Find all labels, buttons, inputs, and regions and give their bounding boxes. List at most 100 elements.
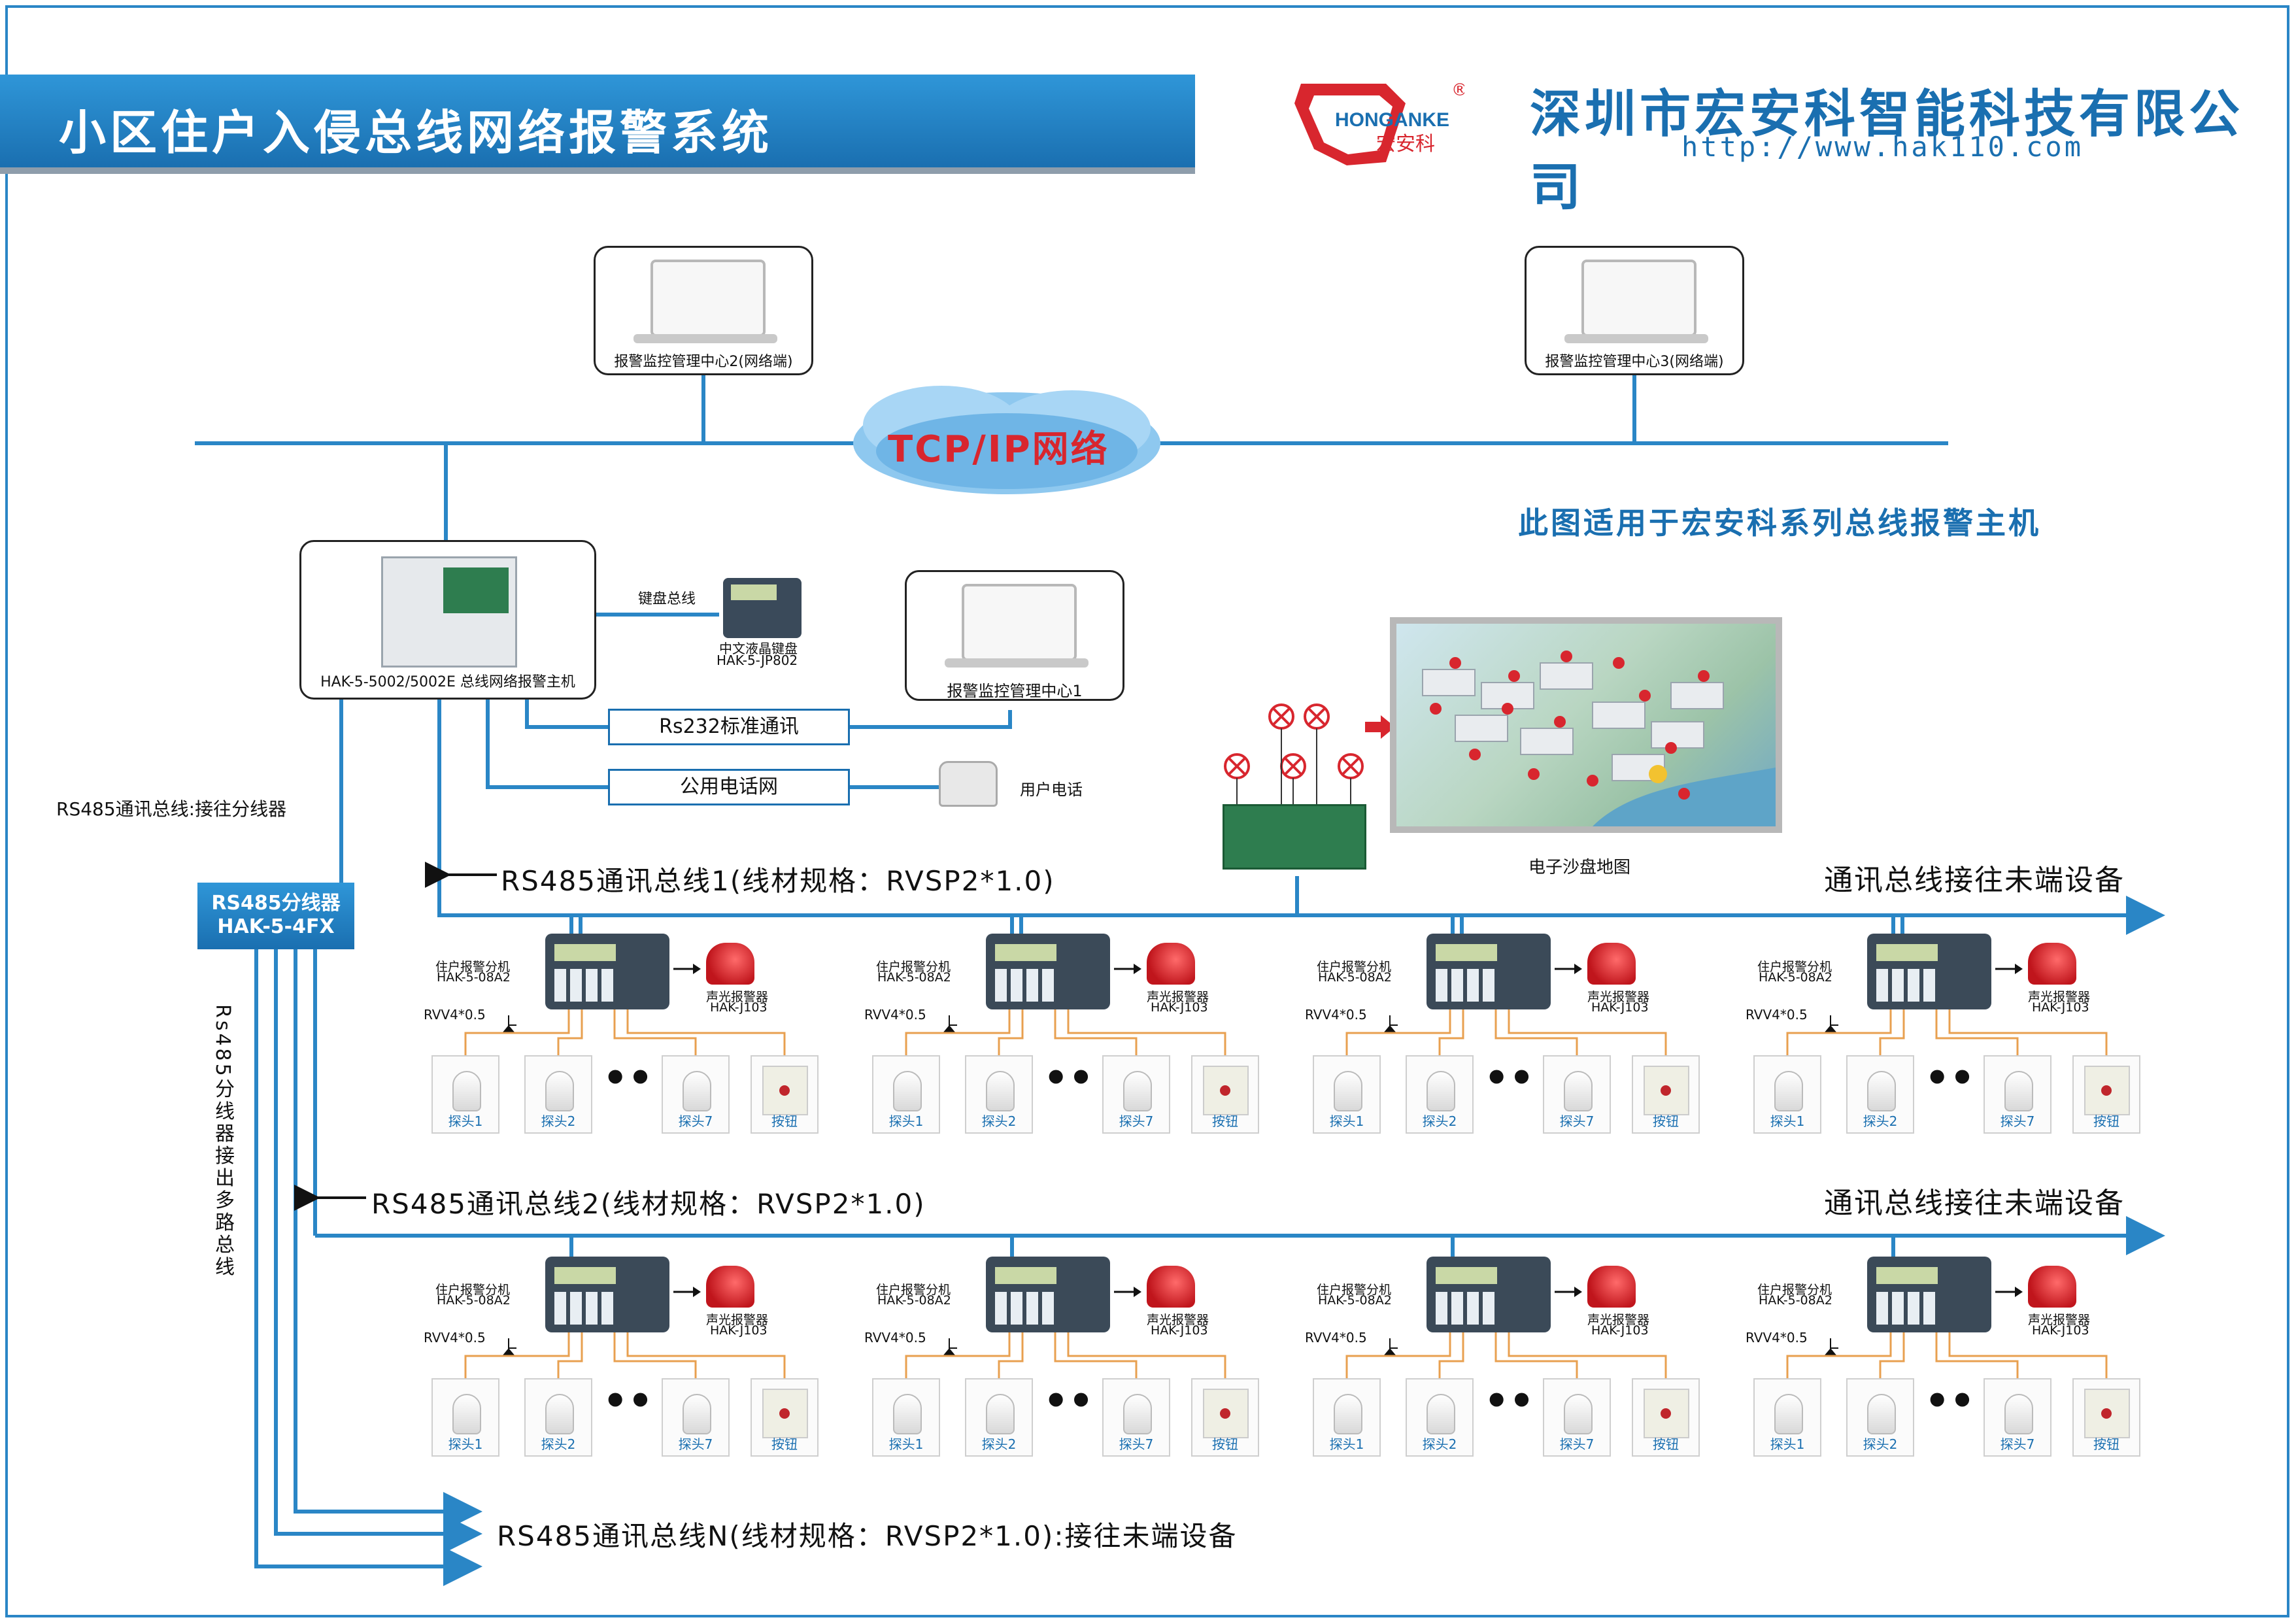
splitter-vertical-label: Rs485分线器接出多路总线 [211,1004,234,1279]
detector-tile: 探头1 [1313,1055,1381,1134]
siren-model: HAK-J103 [1151,1000,1208,1015]
unit-name: 住户报警分机 [1757,1283,1832,1297]
detector-icon [893,1394,922,1434]
probe-label: 探头7 [1559,1436,1595,1452]
detector-icon [2004,1071,2033,1111]
unit-group: 住户报警分机 HAK-5-08A2 声光报警器 HAK-J103 RVV4*0.… [859,1257,1284,1466]
probe-label: 探头2 [1422,1113,1457,1129]
probe-label: 探头7 [2000,1113,2035,1129]
keypad-unit-icon [1867,1257,1991,1332]
monitor-center-3-label: 报警监控管理中心3(网络端) [1545,354,1724,370]
laptop-base [945,658,1089,668]
button-tile: 按钮 [1191,1055,1259,1134]
siren-model: HAK-J103 [710,1000,768,1015]
detector-icon [1427,1071,1455,1111]
ellipsis-dots: •• [1043,1378,1094,1424]
company-name: 深圳市宏安科智能科技有限公司 [1530,85,2244,217]
button-tile: 按钮 [2072,1378,2140,1457]
probe-label: 探头1 [888,1436,924,1452]
detector-icon [1564,1394,1593,1434]
unit-group: 住户报警分机 HAK-5-08A2 声光报警器 HAK-J103 RVV4*0.… [1300,1257,1725,1466]
detector-tile: 探头2 [965,1378,1033,1457]
phone-net-box: 公用电话网 [608,769,850,805]
panic-button-icon [1644,1389,1689,1438]
laptop-icon [1581,260,1697,337]
unit-name: 住户报警分机 [1317,960,1392,974]
detector-icon [452,1394,481,1434]
company-url: http://www.hak110.com [1681,131,2084,163]
rs232-label: Rs232标准通讯 [659,715,799,738]
button-label: 按钮 [1653,1113,1679,1129]
unit-group: 住户报警分机 HAK-5-08A2 声光报警器 HAK-J103 RVV4*0.… [859,934,1284,1143]
keyboard-model: HAK-5-JP802 [717,652,798,668]
siren-name: 声光报警器 [1587,990,1650,1004]
button-label: 按钮 [2093,1436,2119,1452]
detector-tile: 探头7 [1102,1378,1170,1457]
probe-label: 探头1 [1329,1436,1364,1452]
unit-model: HAK-5-08A2 [1759,970,1832,985]
detector-tile: 探头1 [1313,1378,1381,1457]
siren-icon [1587,943,1636,985]
detector-icon [986,1071,1015,1111]
unit-model: HAK-5-08A2 [1759,1293,1832,1308]
detector-icon [986,1394,1015,1434]
unit-group: 住户报警分机 HAK-5-08A2 声光报警器 HAK-J103 RVV4*0.… [1740,934,2165,1143]
cable-wires [905,1332,1226,1378]
siren-model: HAK-J103 [1591,1323,1649,1338]
alarm-lamps [1224,703,1364,804]
button-label: 按钮 [1212,1436,1238,1452]
laptop-base [1564,334,1708,343]
detector-icon [1867,1071,1896,1111]
siren-icon [2028,943,2076,985]
siren-model: HAK-J103 [710,1323,768,1338]
bus1-end-label: 通讯总线接往未端设备 [1824,864,2125,897]
detector-tile: 探头7 [1102,1055,1170,1134]
unit-model: HAK-5-08A2 [1318,970,1392,985]
ellipsis-dots: •• [1043,1055,1094,1101]
siren-name: 声光报警器 [2028,1313,2091,1327]
cable-spec: RVV4*0.5 [424,1330,486,1345]
detector-tile: 探头2 [524,1055,592,1134]
arrow-to-siren-icon [1995,964,2023,974]
splitter-name: RS485分线器 [211,892,341,915]
keypad-unit-icon [1427,1257,1551,1332]
detector-tile: 探头2 [1846,1055,1914,1134]
unit-name: 住户报警分机 [1317,1283,1392,1297]
detector-tile: 探头2 [965,1055,1033,1134]
arrow-to-siren-icon [673,1287,701,1297]
arrow-to-siren-icon [1114,1287,1141,1297]
probe-label: 探头7 [2000,1436,2035,1452]
cable-wires [464,1332,786,1378]
keypad-unit-icon [986,934,1110,1009]
detector-tile: 探头1 [431,1378,499,1457]
siren-icon [1587,1266,1636,1308]
panic-button-icon [1203,1066,1249,1115]
unit-name: 住户报警分机 [876,960,951,974]
detector-icon [1564,1071,1593,1111]
user-phone-label: 用户电话 [1020,781,1083,799]
unit-name: 住户报警分机 [435,1283,511,1297]
arrow-to-siren-icon [1995,1287,2023,1297]
phone-net-label: 公用电话网 [680,775,778,798]
detector-icon [1123,1071,1152,1111]
ellipsis-dots: •• [1925,1055,1975,1101]
probe-label: 探头1 [888,1113,924,1129]
unit-name: 住户报警分机 [435,960,511,974]
cable-spec: RVV4*0.5 [1305,1330,1367,1345]
telephone-icon [939,761,998,807]
probe-label: 探头1 [448,1436,483,1452]
unit-model: HAK-5-08A2 [877,1293,951,1308]
siren-icon [1147,943,1195,985]
detector-tile: 探头2 [1846,1378,1914,1457]
detector-tile: 探头2 [524,1378,592,1457]
lcd-keyboard-icon [723,578,802,638]
monitor-center-3: 报警监控管理中心3(网络端) [1525,246,1744,375]
cable-wires [1345,1009,1667,1055]
detector-tile: 探头7 [662,1055,730,1134]
svg-text:®: ® [1451,80,1464,100]
unit-name: 住户报警分机 [1757,960,1832,974]
cable-wires [905,1009,1226,1055]
alarm-host-label: HAK-5-5002/5002E 总线网络报警主机 [320,674,575,690]
cable-spec: RVV4*0.5 [1305,1007,1367,1023]
